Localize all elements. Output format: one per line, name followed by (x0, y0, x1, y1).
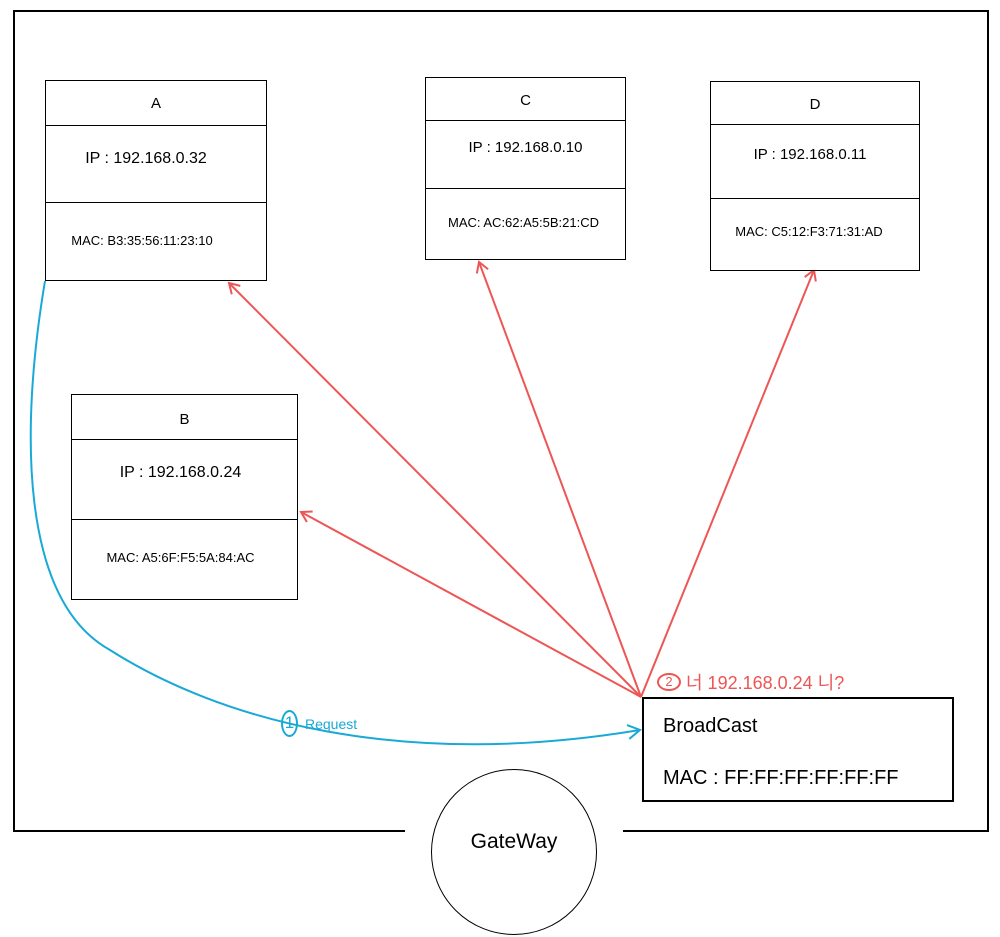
host-a-divider-top (46, 125, 266, 126)
host-a-ip: IP : 192.168.0.32 (85, 150, 207, 167)
host-a-divider-bottom (46, 202, 266, 203)
host-d-ip: IP : 192.168.0.11 (753, 146, 867, 163)
broadcast-arrow-to-b (299, 510, 642, 698)
host-d-name: D (809, 96, 821, 113)
host-c: C IP : 192.168.0.10 MAC: AC:62:A5:5B:21:… (425, 77, 626, 260)
step-1-label: Request (305, 716, 358, 732)
host-c-divider-bottom (426, 188, 625, 189)
gateway-node: GateWay (431, 769, 597, 935)
host-b-ip: IP : 192.168.0.24 (119, 464, 242, 481)
step-1-badge: 1 (281, 710, 298, 737)
broadcast-arrow-to-c (475, 260, 642, 698)
network-frame-top (13, 10, 989, 12)
broadcast-arrow-to-d (640, 268, 817, 698)
host-c-name: C (520, 92, 531, 109)
host-d-mac: MAC: C5:12:F3:71:31:AD (735, 224, 883, 239)
host-b: B IP : 192.168.0.24 MAC: A5:6F:F5:5A:84:… (71, 394, 298, 600)
broadcast-mac: MAC : FF:FF:FF:FF:FF:FF (663, 767, 899, 789)
host-c-mac: MAC: AC:62:A5:5B:21:CD (447, 215, 599, 230)
step-2-label: 너 192.168.0.24 니? (686, 673, 845, 693)
request-arrow (29, 280, 642, 746)
host-a: A IP : 192.168.0.32 MAC: B3:35:56:11:23:… (45, 80, 267, 281)
host-d-divider-top (711, 124, 919, 125)
host-d: D IP : 192.168.0.11 MAC: C5:12:F3:71:31:… (710, 81, 920, 271)
broadcast-title: BroadCast (663, 715, 758, 737)
step-2-badge: 2 (657, 673, 681, 691)
host-a-mac: MAC: B3:35:56:11:23:10 (71, 233, 213, 248)
host-c-divider-top (426, 120, 625, 121)
gateway-label: GateWay (470, 830, 558, 853)
network-frame-bottom-left (13, 830, 405, 832)
host-b-divider-top (72, 439, 297, 440)
host-a-name: A (150, 95, 161, 112)
host-d-divider-bottom (711, 198, 919, 199)
host-c-ip: IP : 192.168.0.10 (468, 139, 583, 156)
broadcast-box: BroadCast MAC : FF:FF:FF:FF:FF:FF (642, 697, 954, 802)
host-b-divider-bottom (72, 519, 297, 520)
host-b-name: B (179, 411, 190, 428)
network-frame-left (13, 10, 15, 832)
host-b-mac: MAC: A5:6F:F5:5A:84:AC (106, 550, 255, 565)
network-frame-right (987, 10, 989, 832)
network-frame-bottom-right (623, 830, 989, 832)
broadcast-arrow-to-a (227, 281, 642, 698)
